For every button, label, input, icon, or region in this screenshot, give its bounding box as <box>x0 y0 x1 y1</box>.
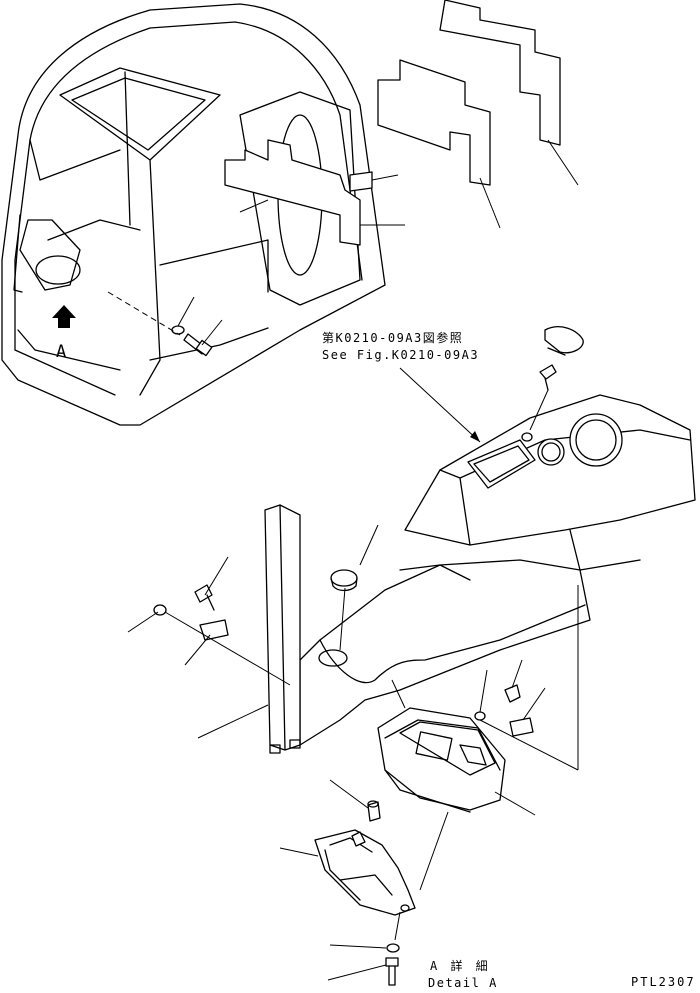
right-bracket-assembly <box>474 585 579 771</box>
control-box <box>377 679 536 891</box>
insulation-panels <box>224 0 561 246</box>
bolt-head-bottom <box>385 957 399 967</box>
small-pad <box>349 171 373 192</box>
reference-label-ja: 第K0210-09A3図参照 <box>322 331 464 345</box>
dashboard-console <box>404 394 696 571</box>
view-marker-label: A <box>56 342 67 362</box>
cap-plug <box>330 524 379 651</box>
reference-label-en: See Fig.K0210-09A3 <box>322 348 480 362</box>
view-arrow-icon <box>52 305 76 328</box>
bolt-icon-left <box>194 584 213 603</box>
keypad-face <box>399 721 496 776</box>
lower-mount-bracket <box>279 829 416 916</box>
panel-upper <box>439 0 561 146</box>
detail-label-en: Detail A <box>428 976 498 990</box>
cab-lever-assembly <box>19 219 81 291</box>
washer-icon-bottom <box>386 943 400 953</box>
panel-middle <box>377 59 491 186</box>
left-bracket-assembly <box>127 556 291 739</box>
leader-lines-top <box>239 139 579 229</box>
knob-and-screw <box>529 326 584 431</box>
bottom-washer-bolt <box>327 911 401 986</box>
pin-part <box>329 779 381 822</box>
detail-label-ja: A 詳 細 <box>430 959 491 973</box>
reference-arrow <box>399 367 481 443</box>
housing-hole <box>318 649 348 667</box>
cab-insulation-strip <box>224 139 361 246</box>
screw-icon <box>539 364 557 380</box>
gauge-large <box>569 413 623 467</box>
washer-icon <box>171 325 185 335</box>
clip-bracket <box>199 619 229 641</box>
cap-icon <box>330 569 358 587</box>
drawing-code: PTL2307 <box>631 975 696 989</box>
lower-console-housing <box>299 559 591 746</box>
vertical-pillar <box>264 504 301 754</box>
cab-bolt-washer <box>107 291 223 357</box>
knob-icon <box>544 326 584 354</box>
clip-bracket-right <box>509 717 534 737</box>
nut-icon-right <box>474 711 486 721</box>
